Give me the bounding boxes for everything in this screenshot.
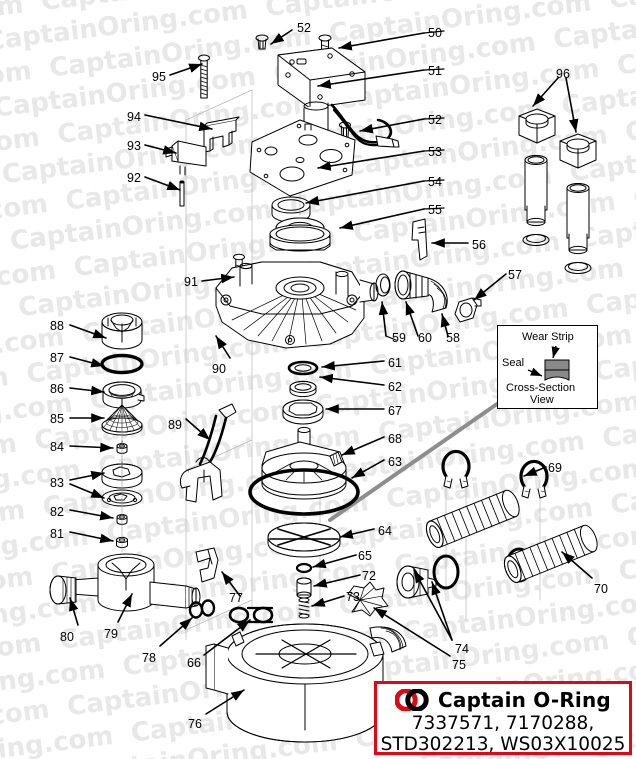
legend-seal-label: Seal (502, 357, 525, 369)
callout-58: 58 (446, 331, 460, 345)
callout-78: 78 (142, 651, 156, 665)
legend-wear-strip-label: Wear Strip (522, 331, 574, 343)
callout-50: 50 (428, 26, 442, 40)
callout-61: 61 (388, 356, 402, 370)
callout-95: 95 (152, 70, 166, 84)
callout-87: 87 (50, 351, 64, 365)
callout-53: 53 (428, 145, 442, 159)
callout-81: 81 (50, 527, 64, 541)
callout-79: 79 (104, 627, 118, 641)
cross-section-legend: Wear Strip Seal Cross-Section View (497, 325, 598, 409)
callout-69: 69 (548, 461, 562, 475)
callout-52a: 52 (297, 21, 311, 35)
part-numbers-line-1: 7337571, 7170288, (411, 713, 595, 734)
callout-93: 93 (127, 139, 141, 153)
callout-74: 74 (455, 642, 469, 656)
callout-80: 80 (60, 630, 74, 644)
part-numbers-line-2: STD302213, WS03X10025 (380, 734, 626, 755)
callout-76: 76 (188, 717, 202, 731)
legend-caption-line2: View (530, 394, 554, 406)
legend-caption-line1: Cross-Section (506, 382, 576, 394)
callout-85: 85 (50, 412, 64, 426)
callout-94: 94 (127, 110, 141, 124)
callout-60: 60 (418, 331, 432, 345)
callout-84: 84 (50, 440, 64, 454)
callout-68: 68 (388, 432, 402, 446)
callout-73: 73 (346, 590, 360, 604)
callout-96: 96 (556, 67, 570, 81)
callout-67: 67 (388, 404, 402, 418)
callout-66: 66 (187, 656, 201, 670)
callout-91: 91 (184, 275, 198, 289)
callout-72: 72 (362, 569, 376, 583)
brand-name: Captain O-Ring (438, 688, 611, 712)
callout-77: 77 (229, 591, 243, 605)
callout-82: 82 (50, 505, 64, 519)
callout-88: 88 (50, 319, 64, 333)
callout-90: 90 (212, 362, 226, 376)
callout-57: 57 (508, 268, 522, 282)
callout-89: 89 (168, 418, 182, 432)
callout-51: 51 (428, 64, 442, 78)
legend-graphic (527, 345, 570, 381)
callout-86: 86 (50, 382, 64, 396)
callout-65: 65 (358, 549, 372, 563)
callout-75: 75 (452, 658, 466, 672)
callout-55: 55 (428, 203, 442, 217)
callout-62: 62 (388, 380, 402, 394)
captain-o-ring-logo-icon (395, 689, 429, 711)
callout-63: 63 (388, 455, 402, 469)
callout-92: 92 (127, 171, 141, 185)
callout-54: 54 (428, 175, 442, 189)
callout-59: 59 (392, 331, 406, 345)
callout-64: 64 (378, 524, 392, 538)
callout-52b: 52 (428, 113, 442, 127)
callout-83: 83 (50, 476, 64, 490)
captain-o-ring-banner: Captain O-Ring 7337571, 7170288, STD3022… (374, 681, 632, 755)
callout-56: 56 (472, 238, 486, 252)
callout-70: 70 (594, 582, 608, 596)
